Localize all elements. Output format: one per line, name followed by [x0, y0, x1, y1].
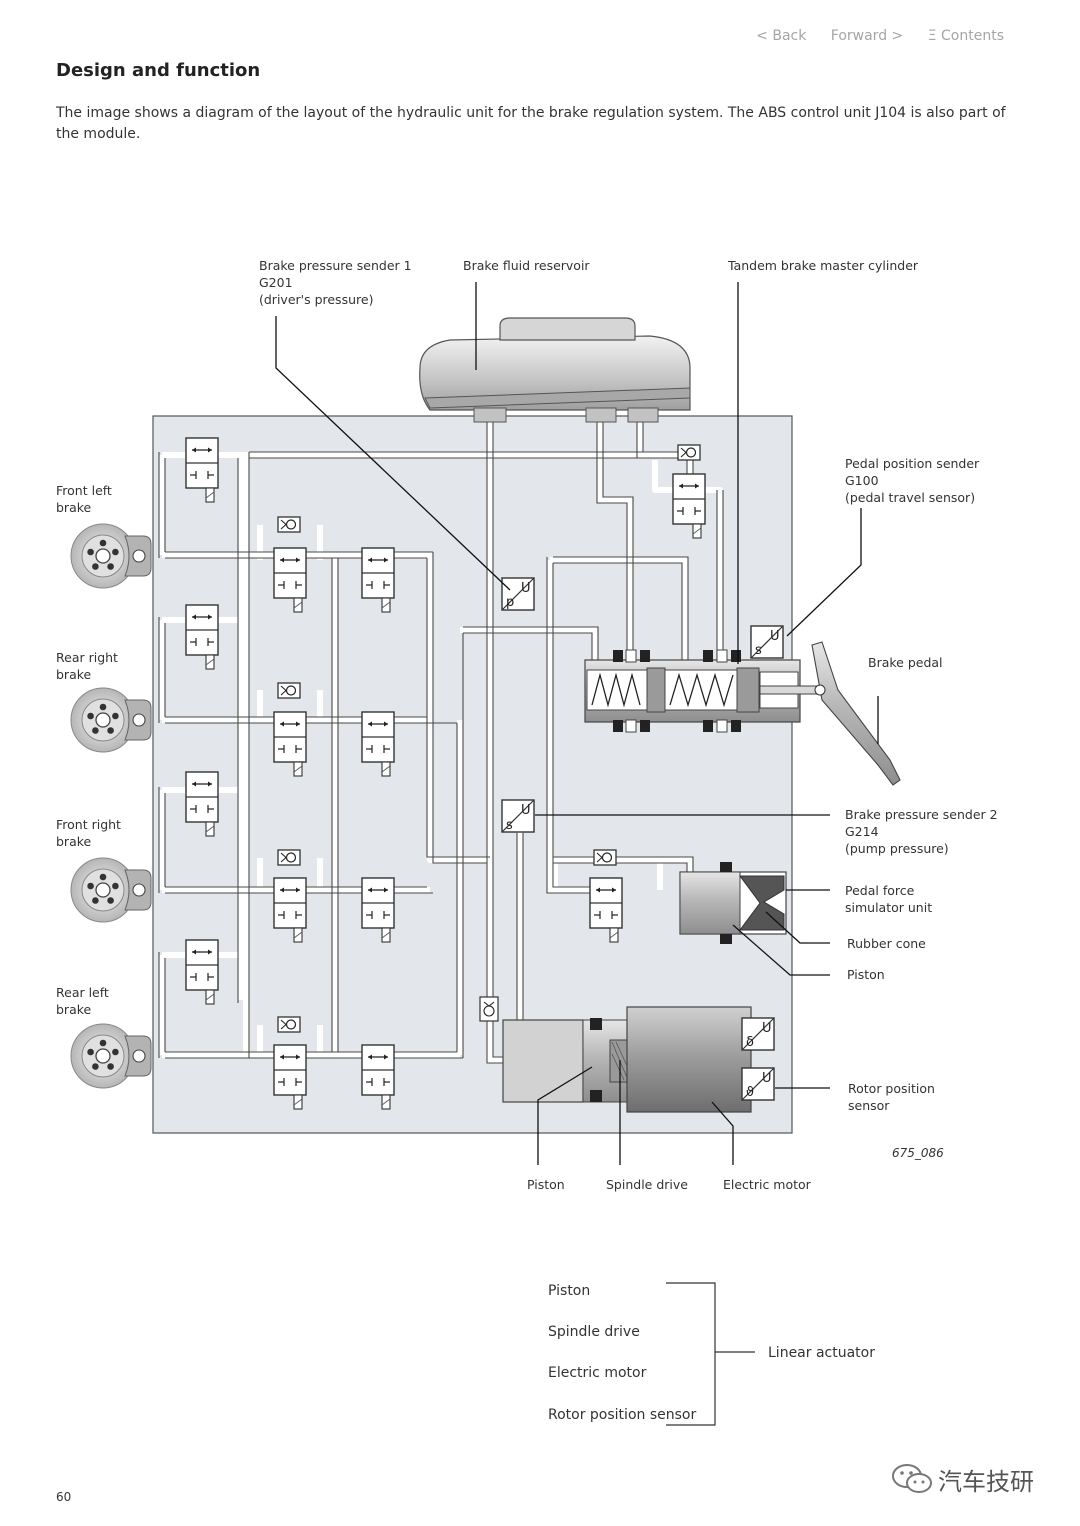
g100-symbol-u: U [770, 629, 780, 644]
label-rear-left-1: Rear left [56, 985, 109, 1000]
g100-symbol-s: s [755, 643, 762, 658]
watermark-text: 汽车技研 [938, 1468, 1034, 1496]
label-g201-line1: Brake pressure sender 1 [259, 258, 412, 273]
leader-lines [275, 282, 879, 1165]
wechat-icon [892, 1464, 932, 1493]
page-title: Design and function [56, 60, 261, 81]
label-g201-line3: (driver's pressure) [259, 292, 373, 307]
legend-group-label: Linear actuator [768, 1345, 875, 1361]
intro-paragraph: The image shows a diagram of the layout … [56, 105, 1006, 142]
legend-item-rotor: Rotor position sensor [548, 1407, 696, 1423]
legend-bracket [666, 1282, 755, 1426]
page-number: 60 [56, 1490, 72, 1504]
label-g100-line1: Pedal position sender [845, 456, 980, 471]
label-spindle-bottom: Spindle drive [606, 1177, 688, 1192]
label-rear-right-2: brake [56, 667, 92, 682]
label-g214-line3: (pump pressure) [845, 841, 949, 856]
check-valves [277, 444, 701, 1033]
legend-item-piston: Piston [548, 1283, 590, 1299]
label-g100-line3: (pedal travel sensor) [845, 490, 975, 505]
g201-symbol-u: U [521, 581, 531, 596]
label-rear-left-2: brake [56, 1002, 92, 1017]
label-piston-bottom: Piston [527, 1177, 565, 1192]
label-rotor-1: Rotor position [848, 1081, 935, 1096]
forward-link[interactable]: Forward > [830, 28, 904, 44]
contents-link[interactable]: Ξ Contents [927, 28, 1004, 44]
label-g214-line2: G214 [845, 824, 879, 839]
rotor-position-sensors: δ U ϑ U [741, 1017, 775, 1101]
label-g100-line2: G100 [845, 473, 879, 488]
label-reservoir: Brake fluid reservoir [463, 258, 590, 273]
rear-right-brake-icon [70, 687, 152, 753]
tandem-master-cylinder [584, 649, 821, 733]
label-figure-id: 675_086 [892, 1146, 944, 1160]
diagram-labels: Brake pressure sender 1 G201 (driver's p… [56, 258, 998, 1192]
linear-actuator-legend: Piston Spindle drive Electric motor Roto… [548, 1282, 875, 1426]
page-navigation: < Back Forward > Ξ Contents [736, 28, 1004, 44]
brake-pedal [811, 641, 901, 786]
label-motor-bottom: Electric motor [723, 1177, 812, 1192]
g214-symbol-u: U [521, 803, 531, 818]
label-front-right-2: brake [56, 834, 92, 849]
label-front-right-1: Front right [56, 817, 121, 832]
hydraulic-lines [159, 420, 723, 1063]
g201-symbol-p: p [506, 595, 514, 610]
back-link[interactable]: < Back [756, 28, 807, 44]
label-front-left-2: brake [56, 500, 92, 515]
label-rear-right-1: Rear right [56, 650, 118, 665]
label-front-left-1: Front left [56, 483, 112, 498]
label-rubber-cone: Rubber cone [847, 936, 926, 951]
rear-left-brake-icon [70, 1023, 152, 1089]
legend-item-spindle: Spindle drive [548, 1324, 640, 1340]
rotor-sensor-u: U [762, 1071, 772, 1086]
linear-actuator [502, 1006, 752, 1113]
label-simulator-2: simulator unit [845, 900, 932, 915]
front-right-brake-icon [70, 857, 152, 923]
label-master-cylinder: Tandem brake master cylinder [727, 258, 919, 273]
label-simulator-1: Pedal force [845, 883, 915, 898]
g214-symbol-s: s [506, 818, 513, 833]
label-rotor-2: sensor [848, 1098, 890, 1113]
label-brake-pedal: Brake pedal [868, 655, 943, 670]
pedal-position-sensor-g100: s U [750, 625, 784, 659]
theta-symbol: ϑ [746, 1085, 754, 1100]
label-g214-line1: Brake pressure sender 2 [845, 807, 998, 822]
pressure-sensor-g214: s U [501, 799, 535, 833]
brake-fluid-reservoir [419, 317, 691, 423]
front-left-brake-icon [70, 523, 152, 589]
label-piston-right: Piston [847, 967, 885, 982]
label-g201-line2: G201 [259, 275, 293, 290]
delta-symbol: δ [746, 1035, 754, 1050]
motor-sensor-u: U [762, 1021, 772, 1036]
pedal-force-simulator [679, 862, 787, 944]
pressure-sensor-g201: p U [501, 577, 535, 611]
legend-item-motor: Electric motor [548, 1365, 647, 1381]
